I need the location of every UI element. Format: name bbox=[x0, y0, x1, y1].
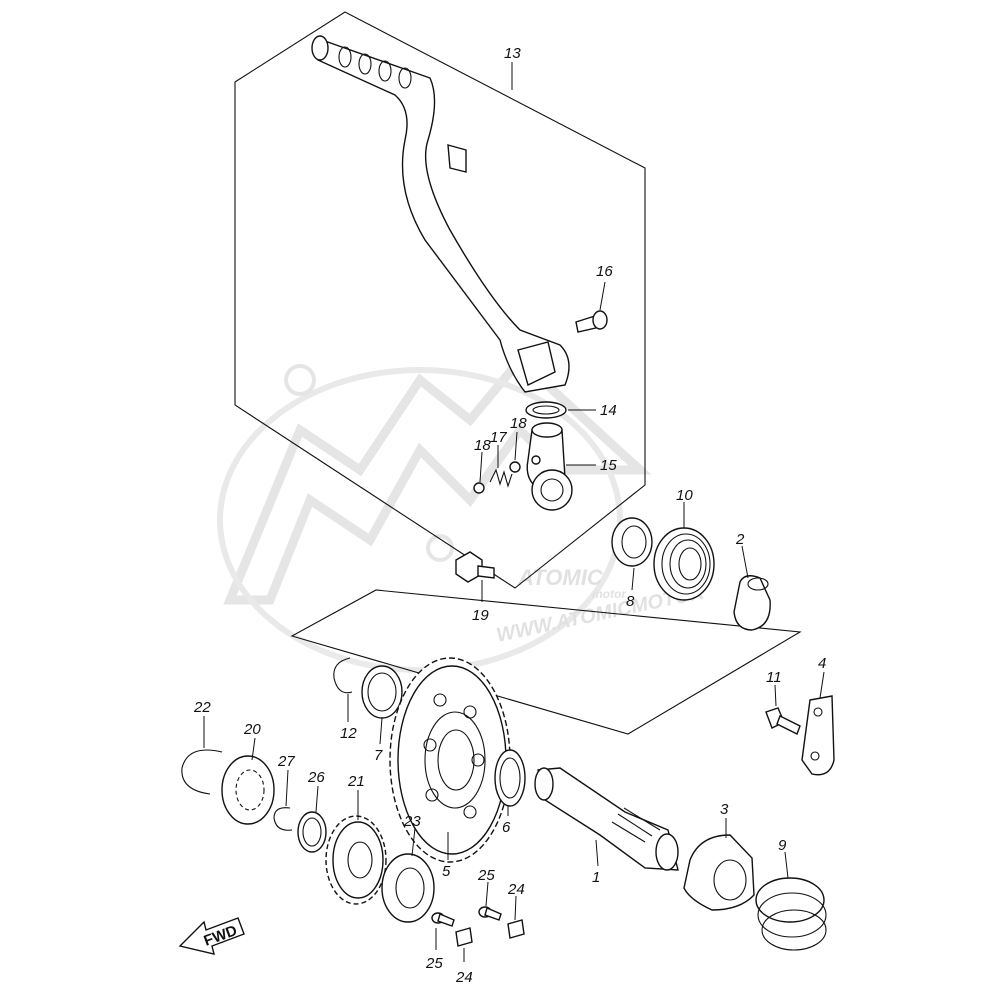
screw-25-left bbox=[431, 912, 455, 927]
bolt-11 bbox=[765, 707, 801, 735]
callout-21: 21 bbox=[347, 773, 365, 790]
callout-1: 1 bbox=[592, 869, 600, 886]
callout-26: 26 bbox=[307, 769, 325, 786]
washer-24-right bbox=[507, 919, 525, 939]
oil-seal-8 bbox=[611, 517, 653, 567]
kick-spring-10 bbox=[653, 527, 715, 601]
bolt-16 bbox=[575, 310, 608, 333]
callout-6: 6 bbox=[502, 819, 511, 836]
callout-15: 15 bbox=[600, 457, 617, 474]
callout-4: 4 bbox=[818, 655, 826, 672]
watermark-brand: ATOMIC bbox=[517, 565, 604, 590]
callout-24a: 24 bbox=[455, 969, 473, 986]
callout-23: 23 bbox=[403, 813, 421, 830]
gear-shaft-group-box bbox=[290, 589, 802, 735]
lock-washer-20 bbox=[221, 755, 275, 825]
callout-19: 19 bbox=[472, 607, 489, 624]
callout-18b: 18 bbox=[510, 415, 527, 432]
idler-gear-21 bbox=[325, 815, 387, 905]
ball-18-left bbox=[473, 482, 485, 494]
callout-12: 12 bbox=[340, 725, 357, 742]
callout-8: 8 bbox=[626, 593, 635, 610]
kick-shaft-1 bbox=[534, 767, 679, 871]
washer-24-left bbox=[455, 927, 473, 947]
kick-gear-5 bbox=[389, 657, 511, 863]
ratchet-spring-9 bbox=[755, 877, 827, 951]
washer-26 bbox=[297, 811, 327, 853]
kick-boss-15 bbox=[526, 422, 573, 511]
spring-17 bbox=[489, 468, 513, 488]
callout-25a: 25 bbox=[425, 955, 443, 972]
bolt-19 bbox=[455, 551, 495, 583]
callout-24b: 24 bbox=[507, 881, 525, 898]
callout-25b: 25 bbox=[477, 867, 495, 884]
washer-14 bbox=[525, 401, 567, 419]
watermark-sub: motor bbox=[592, 587, 627, 601]
callouts: 13 16 14 18 17 18 15 10 2 8 19 11 4 12 7… bbox=[193, 45, 826, 986]
callout-17: 17 bbox=[490, 429, 507, 446]
watermark-logo: ATOMIC motor WWW.ATOMICMOTOR bbox=[217, 353, 707, 673]
callout-10: 10 bbox=[676, 487, 693, 504]
forward-arrow-icon: FWD bbox=[178, 917, 245, 955]
callout-20: 20 bbox=[243, 721, 261, 738]
spring-guide-2 bbox=[733, 575, 771, 631]
fwd-label: FWD bbox=[202, 922, 240, 950]
washer-23 bbox=[381, 853, 435, 923]
callout-13: 13 bbox=[504, 45, 521, 62]
callout-11: 11 bbox=[766, 669, 782, 686]
circlip-22 bbox=[181, 749, 223, 795]
callout-27: 27 bbox=[277, 753, 295, 770]
leader-lines bbox=[203, 62, 825, 962]
circlip-12 bbox=[333, 657, 353, 694]
ratchet-3 bbox=[683, 834, 755, 911]
callout-18a: 18 bbox=[474, 437, 491, 454]
callout-22: 22 bbox=[193, 699, 211, 716]
kick-lever bbox=[311, 35, 570, 393]
callout-14: 14 bbox=[600, 402, 617, 419]
screw-25-right bbox=[478, 906, 502, 921]
stopper-plate-4 bbox=[801, 695, 835, 776]
callout-5: 5 bbox=[442, 863, 451, 880]
callout-9: 9 bbox=[778, 837, 787, 854]
ball-18-right bbox=[509, 461, 521, 473]
callout-16: 16 bbox=[596, 263, 613, 280]
callout-3: 3 bbox=[720, 801, 729, 818]
kick-lever-group-box bbox=[234, 11, 646, 589]
callout-7: 7 bbox=[374, 747, 383, 764]
circlip-27 bbox=[273, 807, 293, 831]
callout-2: 2 bbox=[735, 531, 745, 548]
